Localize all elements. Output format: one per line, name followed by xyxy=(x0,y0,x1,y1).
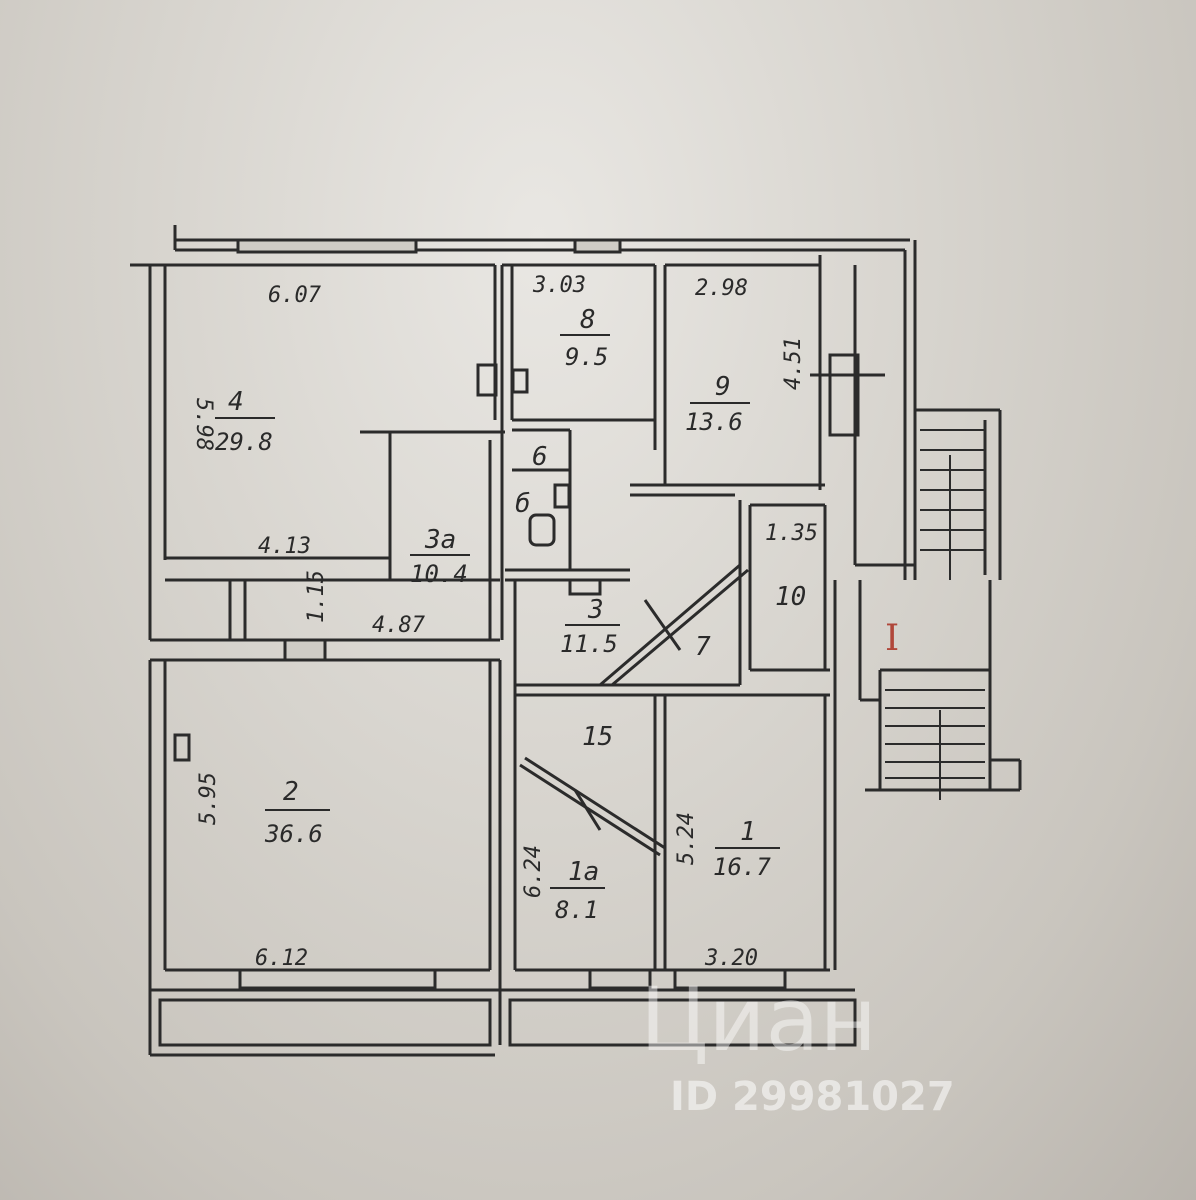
room-4: 6.07 4 29.8 4.13 5.98 xyxy=(191,283,322,559)
room-2-side: 5.95 xyxy=(196,772,221,825)
room-6-number: 6 xyxy=(532,442,548,472)
room-10-width: 1.35 xyxy=(765,521,818,546)
room-1-length: 3.20 xyxy=(704,946,758,971)
walls xyxy=(130,225,1022,1057)
room-9-width: 2.98 xyxy=(695,276,748,301)
room-3-number: 3 xyxy=(587,595,604,625)
room-4-area: 29.8 xyxy=(215,428,273,456)
room-3a: 3а 10.4 4.87 1.15 xyxy=(304,525,470,638)
room-3a-side: 1.15 xyxy=(304,570,329,623)
room-1a-area: 8.1 xyxy=(555,896,598,924)
room-4-number: 4 xyxy=(228,387,244,417)
room-3a-number: 3а xyxy=(424,525,456,555)
watermark-id: ID 29981027 xyxy=(670,1074,955,1120)
room-6-sub: б xyxy=(515,489,531,519)
room-4-side: 5.98 xyxy=(191,398,216,451)
room-1a-number: 1а xyxy=(568,857,599,887)
room-6: 6 б xyxy=(515,442,548,519)
room-8-width: 3.03 xyxy=(532,273,586,298)
room-1-area: 16.7 xyxy=(713,853,771,881)
room-3a-length: 4.87 xyxy=(372,613,426,638)
room-1: 1 16.7 3.20 5.24 xyxy=(674,812,780,971)
room-2-length: 6.12 xyxy=(255,946,308,971)
room-2-number: 2 xyxy=(283,777,299,807)
room-1-number: 1 xyxy=(740,817,756,847)
room-9: 2.98 9 13.6 4.51 xyxy=(685,276,806,436)
room-4-length: 4.13 xyxy=(258,534,311,559)
room-1a-side: 6.24 xyxy=(521,845,546,898)
room-4-width: 6.07 xyxy=(268,283,322,308)
room-9-area: 13.6 xyxy=(685,408,743,436)
room-2: 2 36.6 6.12 5.95 xyxy=(196,772,330,971)
room-9-number: 9 xyxy=(715,372,731,402)
room-8: 3.03 8 9.5 xyxy=(532,273,610,371)
room-8-area: 9.5 xyxy=(565,343,608,371)
room-8-number: 8 xyxy=(580,305,596,335)
room-7-number: 7 xyxy=(695,632,711,662)
room-10-number: 10 xyxy=(775,582,806,612)
entrance-marker: I xyxy=(885,618,899,659)
room-9-side: 4.51 xyxy=(781,337,806,390)
room-2-area: 36.6 xyxy=(264,820,323,848)
room-1-side: 5.24 xyxy=(674,812,699,865)
room-1a: 1а 8.1 6.24 xyxy=(521,845,605,924)
room-3a-area: 10.4 xyxy=(410,560,468,588)
room-10: 1.35 10 xyxy=(765,521,818,612)
room-3-area: 11.5 xyxy=(560,630,618,658)
room-15-number: 15 xyxy=(582,722,613,752)
room-3: 3 11.5 xyxy=(560,595,620,658)
watermark-logo: Циан xyxy=(640,968,877,1071)
